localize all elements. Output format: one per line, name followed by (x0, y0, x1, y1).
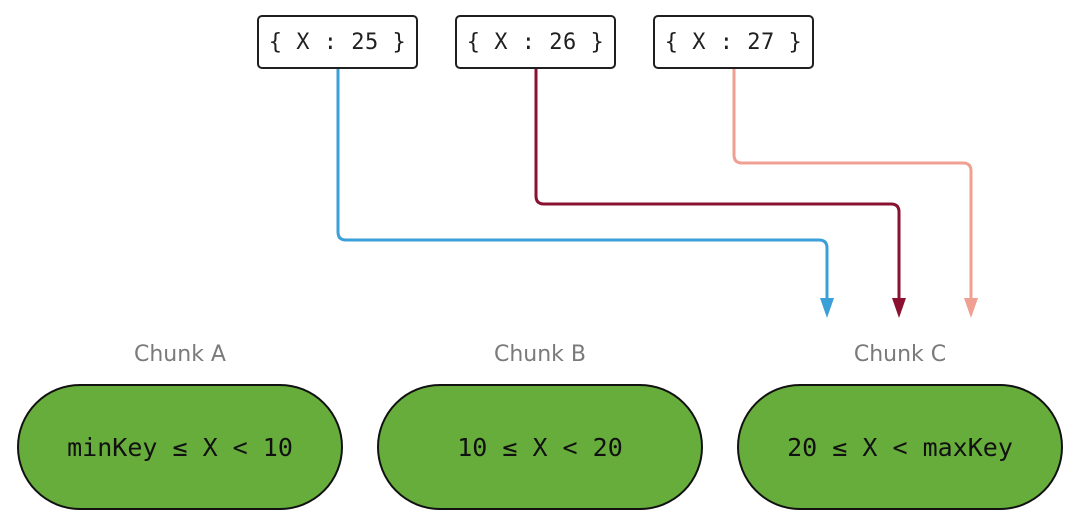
chunk-c-pill: 20 ≤ X < maxKey (737, 384, 1063, 510)
chunk-a-range: minKey ≤ X < 10 (67, 432, 293, 462)
route-arrow-x27 (732, 69, 973, 298)
chunk-a-pill: minKey ≤ X < 10 (17, 384, 343, 510)
route-arrow-x26 (534, 69, 901, 298)
route-arrow-x25 (336, 69, 829, 298)
document-text: { X : 25 } (268, 29, 407, 55)
chunk-b-range: 10 ≤ X < 20 (457, 432, 623, 462)
chunk-a-label: Chunk A (134, 342, 226, 367)
arrowhead-icon (820, 298, 834, 318)
document-text: { X : 26 } (466, 29, 605, 55)
document-box: { X : 27 } (653, 15, 814, 69)
chunk-b-pill: 10 ≤ X < 20 (377, 384, 703, 510)
arrowhead-icon (892, 298, 906, 318)
chunk-c-range: 20 ≤ X < maxKey (787, 432, 1013, 462)
document-text: { X : 27 } (664, 29, 803, 55)
arrowhead-icon (964, 298, 978, 318)
chunk-b-label: Chunk B (493, 342, 587, 367)
chunk-c-label: Chunk C (853, 342, 947, 367)
document-box: { X : 26 } (455, 15, 616, 69)
document-box: { X : 25 } (257, 15, 418, 69)
